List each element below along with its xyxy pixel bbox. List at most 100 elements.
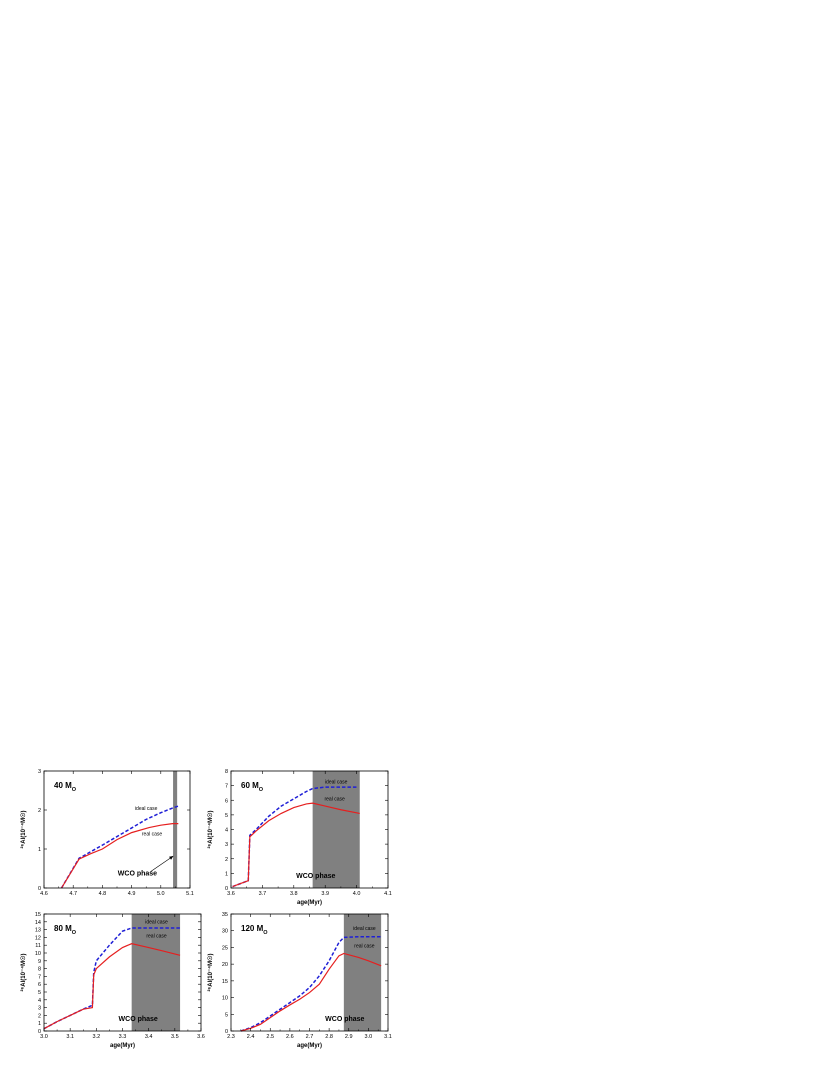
x-tick-label: 2.4: [247, 1034, 255, 1040]
x-axis-label: age(Myr): [297, 900, 322, 906]
x-tick-label: 3.6: [197, 1034, 205, 1040]
x-tick-label: 4.8: [99, 891, 107, 897]
y-tick-label: 7: [225, 784, 228, 790]
y-axis-label: ²⁶Al(10⁻⁴M☉): [207, 811, 214, 849]
y-tick-label: 1: [225, 871, 228, 877]
x-tick-label: 5.1: [186, 891, 194, 897]
wco-phase-label: WCO phase: [296, 873, 335, 880]
mass-label-text: 40 M: [54, 781, 72, 790]
series-line-ideal-case: [60, 805, 179, 889]
series-line-real-case: [232, 802, 360, 888]
y-tick-label: 3: [225, 842, 228, 848]
x-tick-label: 2.3: [227, 1034, 235, 1040]
y-tick-label: 5: [225, 813, 228, 819]
y-tick-label: 13: [35, 928, 41, 934]
x-tick-label: 4.1: [384, 891, 392, 897]
x-tick-label: 2.9: [345, 1034, 353, 1040]
x-tick-label: 5.0: [157, 891, 165, 897]
x-tick-label: 3.4: [145, 1034, 153, 1040]
y-tick-label: 0: [38, 1029, 41, 1035]
annotation-arrow: [150, 855, 174, 872]
wco-phase-band: [131, 914, 181, 1031]
series-annotation: real case: [324, 796, 345, 802]
y-tick-label: 9: [38, 959, 41, 965]
x-tick-label: 4.7: [69, 891, 77, 897]
y-tick-label: 3: [38, 1006, 41, 1012]
y-tick-label: 4: [38, 998, 41, 1004]
y-axis-label: ²⁶Al(10⁻⁴M☉): [207, 954, 214, 992]
chart-panel-4: 2.3 2.4 2.5 2.6 2.7 2.8 2.9 3.0 3.1 0 5 10 15 20 25 30 3…: [207, 912, 392, 1049]
wco-phase-label: WCO phase: [118, 871, 157, 878]
x-tick-label: 3.5: [171, 1034, 179, 1040]
x-tick-label: 3.2: [93, 1034, 101, 1040]
wco-phase-band: [312, 771, 360, 888]
mass-label-subscript: O: [72, 787, 77, 793]
wco-phase-label: WCO phase: [325, 1016, 364, 1023]
mass-label: 120 MO: [241, 924, 268, 936]
x-tick-label: 3.0: [365, 1034, 373, 1040]
y-tick-label: 2: [225, 857, 228, 863]
y-tick-label: 7: [38, 974, 41, 980]
mass-label-text: 60 M: [241, 781, 259, 790]
series-annotation: ideal case: [353, 926, 376, 932]
series-annotation: ideal case: [325, 779, 348, 785]
x-tick-label: 3.1: [384, 1034, 392, 1040]
x-axis-label: age(Myr): [110, 1043, 135, 1049]
x-tick-label: 3.0: [40, 1034, 48, 1040]
y-tick-label: 15: [35, 912, 41, 918]
series-annotation: ideal case: [145, 919, 168, 925]
y-tick-label: 15: [222, 979, 228, 985]
wco-phase-band: [343, 914, 382, 1031]
series-line-real-case: [240, 952, 382, 1032]
mass-label: 40 MO: [54, 781, 77, 793]
series-annotation: ideal case: [135, 806, 158, 812]
y-tick-label: 1: [38, 1021, 41, 1027]
mass-label-text: 80 M: [54, 924, 72, 933]
y-tick-label: 30: [222, 929, 228, 935]
x-tick-label: 2.5: [266, 1034, 274, 1040]
series-line-real-case: [61, 823, 179, 889]
annotation-arrow-head: [169, 856, 174, 860]
y-tick-label: 10: [222, 996, 228, 1002]
wco-phase-label: WCO phase: [119, 1016, 158, 1023]
series-annotation: real case: [354, 943, 375, 949]
y-tick-label: 35: [222, 912, 228, 918]
y-tick-label: 10: [35, 951, 41, 957]
y-tick-label: 4: [225, 828, 228, 834]
x-tick-label: 3.1: [66, 1034, 74, 1040]
y-tick-label: 1: [38, 847, 41, 853]
y-tick-label: 8: [225, 769, 228, 775]
y-tick-label: 0: [225, 886, 228, 892]
series-line-ideal-case: [240, 935, 382, 1032]
y-tick-label: 20: [222, 962, 228, 968]
x-tick-label: 2.7: [306, 1034, 314, 1040]
mass-label: 80 MO: [54, 924, 77, 936]
x-tick-label: 2.6: [286, 1034, 294, 1040]
x-tick-label: 2.8: [325, 1034, 333, 1040]
y-tick-label: 5: [38, 990, 41, 996]
y-tick-label: 14: [35, 920, 41, 926]
series-annotation: real case: [142, 831, 163, 837]
y-tick-label: 11: [35, 943, 41, 949]
wco-phase-band: [173, 771, 178, 888]
x-tick-label: 4.0: [353, 891, 361, 897]
y-tick-label: 0: [225, 1029, 228, 1035]
y-tick-label: 2: [38, 808, 41, 814]
mass-label-text: 120 M: [241, 924, 264, 933]
series-annotation: real case: [146, 933, 167, 939]
y-axis-label: ²⁶Al(10⁻⁴M☉): [20, 811, 27, 849]
y-tick-label: 3: [38, 769, 41, 775]
y-tick-label: 25: [222, 945, 228, 951]
y-tick-label: 5: [225, 1012, 228, 1018]
mass-label-subscript: O: [259, 787, 264, 793]
y-axis-label: ²⁶Al(10⁻⁴M☉): [20, 954, 27, 992]
y-tick-label: 6: [225, 798, 228, 804]
y-tick-label: 0: [38, 886, 41, 892]
x-tick-label: 3.9: [321, 891, 329, 897]
mass-label: 60 MO: [241, 781, 264, 793]
mass-label-subscript: O: [263, 930, 268, 936]
